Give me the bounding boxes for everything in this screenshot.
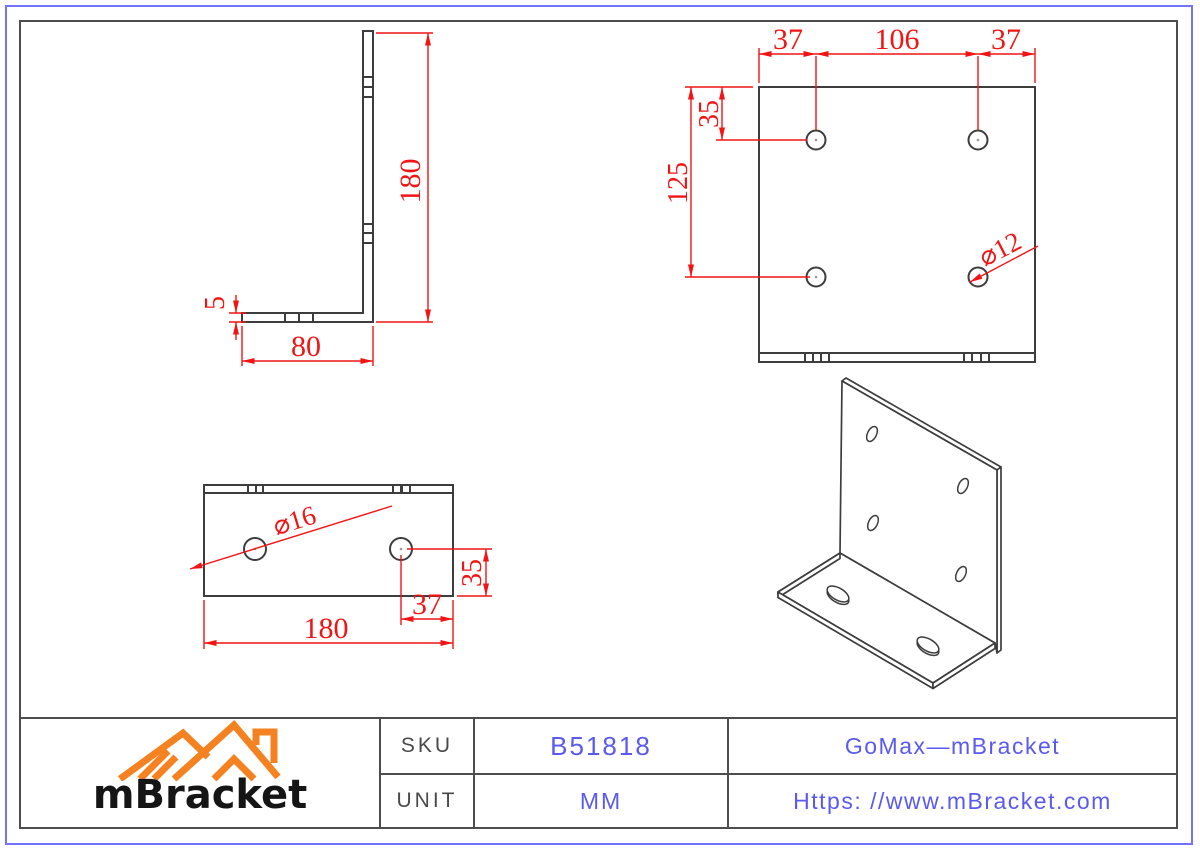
dim-side-height: 180 — [394, 159, 427, 204]
sku-value-cell: B51818 — [473, 719, 727, 773]
side-view-outline — [241, 30, 374, 323]
sku-label: SKU — [400, 734, 454, 757]
dim-face-top-offset: 35 — [694, 100, 725, 128]
brand-name: GoMax—mBracket — [844, 732, 1061, 759]
iso-plate-holes — [865, 425, 970, 583]
sku-value: B51818 — [550, 730, 652, 761]
dim-side-thickness: 5 — [200, 296, 231, 310]
brand-cell: GoMax—mBracket — [727, 719, 1176, 773]
base-view-dimensions — [189, 505, 492, 649]
face-view-dimensions — [685, 48, 1039, 283]
unit-label: UNIT — [396, 789, 458, 812]
unit-value-cell: MM — [473, 773, 727, 827]
website-url: Https: //www.mBracket.com — [793, 787, 1112, 814]
unit-value: MM — [579, 787, 623, 814]
isometric-view — [777, 377, 1002, 690]
dim-base-end-offset: 37 — [412, 588, 442, 621]
face-view-plate — [758, 86, 1036, 354]
dim-face-right: 37 — [991, 23, 1021, 56]
website-cell: Https: //www.mBracket.com — [727, 773, 1176, 827]
sku-label-cell: SKU — [379, 719, 473, 773]
dim-side-depth: 80 — [291, 330, 321, 363]
iso-base-holes — [826, 585, 940, 657]
dim-face-spacing: 106 — [875, 23, 920, 56]
base-view — [203, 484, 454, 597]
side-view — [241, 30, 374, 323]
dim-face-left: 37 — [773, 23, 803, 56]
mountain-logo-icon — [117, 719, 281, 781]
dim-base-length: 180 — [304, 612, 349, 645]
logo-wordmark: mBracket — [92, 772, 308, 818]
brand-logo: mBracket — [21, 719, 379, 827]
dim-base-edge-offset: 35 — [457, 559, 488, 587]
title-block: mBracket SKU B51818 GoMax—mBracket UNIT … — [19, 717, 1178, 829]
iso-plate-front-face — [839, 380, 998, 654]
iso-base-right-edge — [932, 642, 996, 690]
dim-face-bottom-offset: 125 — [663, 162, 694, 204]
unit-label-cell: UNIT — [379, 773, 473, 827]
base-view-plate — [203, 484, 454, 597]
side-view-dimensions — [229, 32, 433, 366]
face-view — [758, 86, 1036, 363]
sheet-outer-border — [5, 5, 1193, 845]
